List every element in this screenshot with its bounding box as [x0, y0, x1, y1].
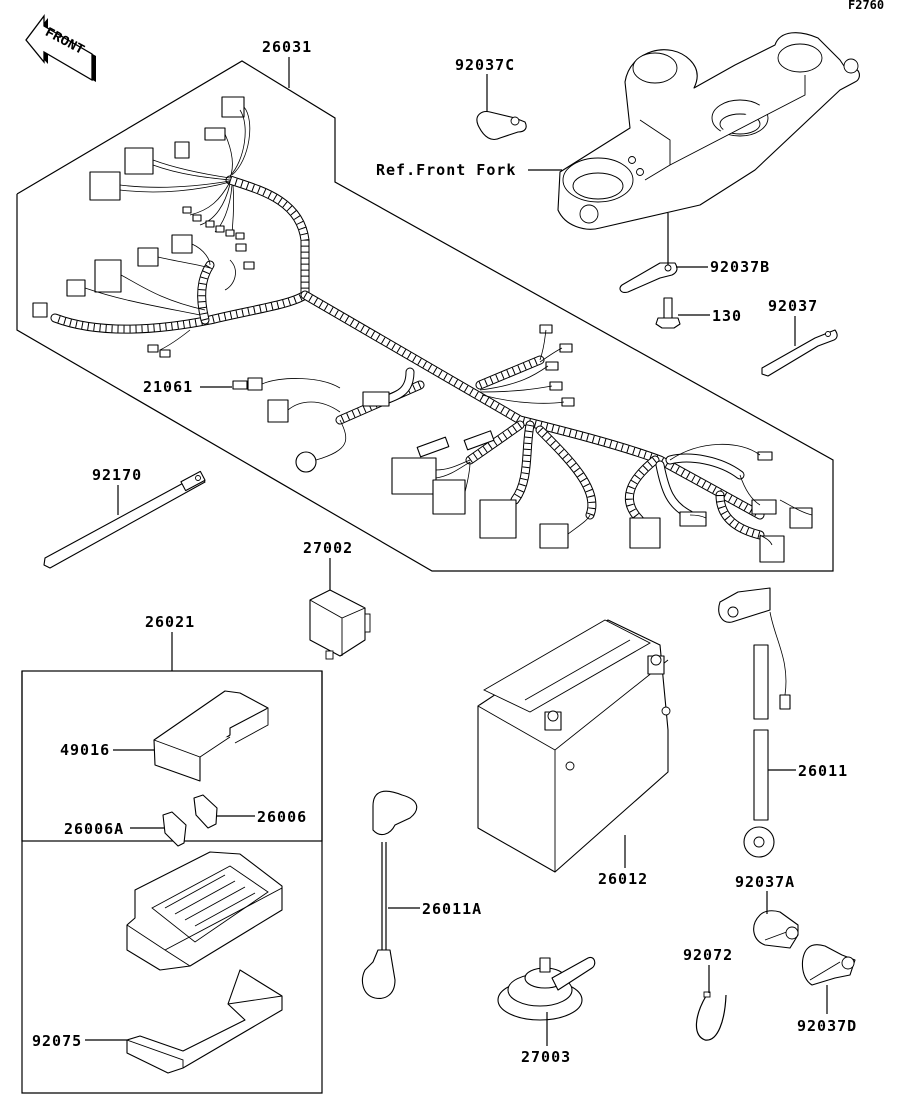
part-26006A-fuse[interactable]	[162, 811, 187, 847]
label-27002[interactable]: 27002	[303, 539, 353, 557]
label-92037[interactable]: 92037	[768, 297, 818, 315]
harness-connectors	[32, 96, 813, 563]
label-130[interactable]: 130	[712, 307, 742, 325]
part-92075-cover[interactable]	[126, 969, 283, 1074]
part-21061-icon[interactable]	[232, 380, 248, 390]
label-92075[interactable]: 92075	[32, 1032, 82, 1050]
label-49016[interactable]: 49016	[60, 741, 110, 759]
part-92037D-clamp[interactable]	[801, 944, 856, 986]
part-26011-cable[interactable]	[718, 587, 791, 858]
figure-id: F2760	[848, 0, 884, 12]
part-92037B-strap[interactable]	[619, 262, 678, 293]
label-26012[interactable]: 26012	[598, 870, 648, 888]
harness-boundary	[16, 60, 834, 572]
label-26011A[interactable]: 26011A	[422, 900, 482, 918]
part-27003-horn[interactable]	[497, 956, 596, 1021]
label-92037D[interactable]: 92037D	[797, 1017, 857, 1035]
label-26011[interactable]: 26011	[798, 762, 848, 780]
label-21061[interactable]: 21061	[143, 378, 193, 396]
part-26011A-cable[interactable]	[361, 790, 418, 999]
part-92037A-clamp[interactable]	[753, 910, 799, 949]
label-92037C[interactable]: 92037C	[455, 56, 515, 74]
label-26031[interactable]: 26031	[262, 38, 312, 56]
label-26006[interactable]: 26006	[257, 808, 307, 826]
part-130-bolt[interactable]	[655, 297, 681, 329]
label-26021[interactable]: 26021	[145, 613, 195, 631]
part-92072-band[interactable]	[695, 991, 727, 1041]
part-26006-fuse[interactable]	[193, 794, 218, 829]
part-92037C-clamp[interactable]	[476, 111, 527, 141]
part-27002-relay[interactable]	[309, 589, 371, 660]
part-fuse-box-body[interactable]	[126, 851, 283, 971]
label-92072[interactable]: 92072	[683, 946, 733, 964]
reference-front-fork: Ref.Front Fork	[376, 161, 516, 179]
label-92037A[interactable]: 92037A	[735, 873, 795, 891]
part-26012-battery[interactable]	[477, 619, 671, 873]
part-92170-strap[interactable]	[43, 470, 206, 569]
front-fork-upper-bracket	[557, 32, 860, 230]
main-wiring-harness[interactable]	[50, 175, 765, 540]
label-92170[interactable]: 92170	[92, 466, 142, 484]
part-49016-cover[interactable]	[153, 690, 269, 782]
label-92037B[interactable]: 92037B	[710, 258, 770, 276]
label-27003[interactable]: 27003	[521, 1048, 571, 1066]
label-26006A[interactable]: 26006A	[64, 820, 124, 838]
front-arrow-icon: FRONT	[25, 14, 96, 82]
part-92037-strap[interactable]	[761, 329, 838, 377]
